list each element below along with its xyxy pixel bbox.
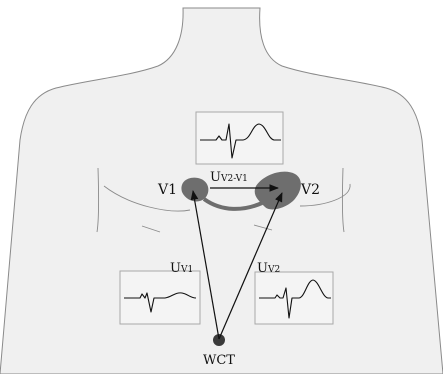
torso-outline [0, 8, 443, 374]
electrode-label-v1: V1 [157, 182, 177, 198]
ecg-box-differential [196, 112, 283, 164]
wct-label: WCT [203, 353, 235, 368]
electrode-label-v2: V2 [300, 182, 320, 198]
